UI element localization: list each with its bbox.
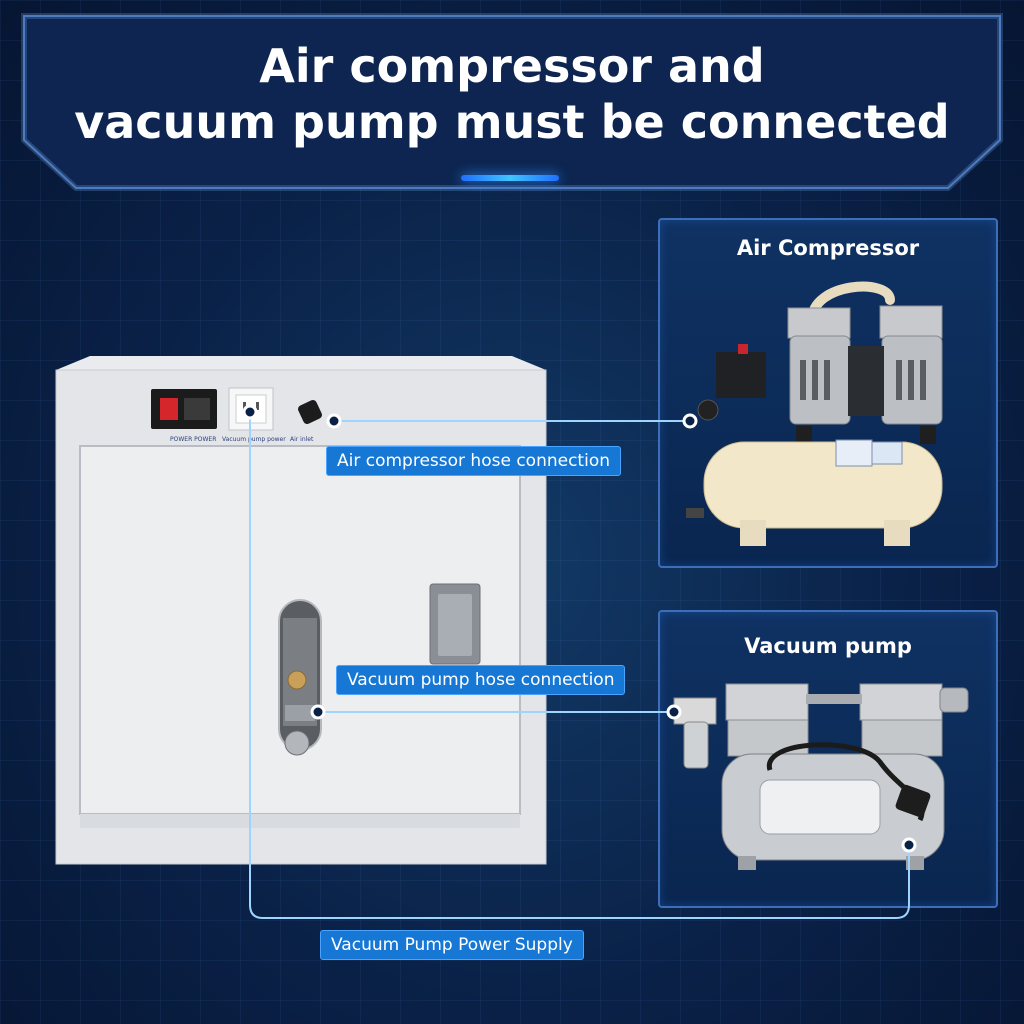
vacuum-power-callout: Vacuum Pump Power Supply [320,930,584,960]
air-compressor-panel-title: Air Compressor [736,236,920,260]
power-endpoint-outlet [242,404,258,420]
power-endpoint-pump [901,837,917,853]
title-line-2: vacuum pump must be connected [74,95,950,149]
header-frame [21,13,1003,191]
cabinet-illustration: POWER POWER Vacuum pump power Air inlet [55,356,547,865]
page-title: Air compressor and vacuum pump must be c… [0,38,1024,150]
title-line-1: Air compressor and [259,39,765,93]
vacuum-power-connector-line [249,412,910,919]
air-hose-endpoint-compressor [682,413,698,429]
connector-lines [249,412,910,919]
vacuum-hose-endpoint-pump [666,704,682,720]
cabinet-outlet-label: Vacuum pump power [222,436,286,443]
cabinet-power-label: POWER POWER [170,436,216,443]
connector-endpoints [242,404,917,853]
vacuum-pump-illustration [673,683,969,870]
cabinet-air-label: Air inlet [290,436,314,443]
vacuum-pump-panel-title: Vacuum pump [744,634,912,658]
air-compressor-illustration [686,281,943,546]
air-hose-callout: Air compressor hose connection [326,446,621,476]
air-hose-endpoint-cabinet [326,413,342,429]
vacuum-hose-callout: Vacuum pump hose connection [336,665,626,695]
title-accent-bar [461,175,559,181]
vacuum-hose-endpoint-cabinet [310,704,326,720]
